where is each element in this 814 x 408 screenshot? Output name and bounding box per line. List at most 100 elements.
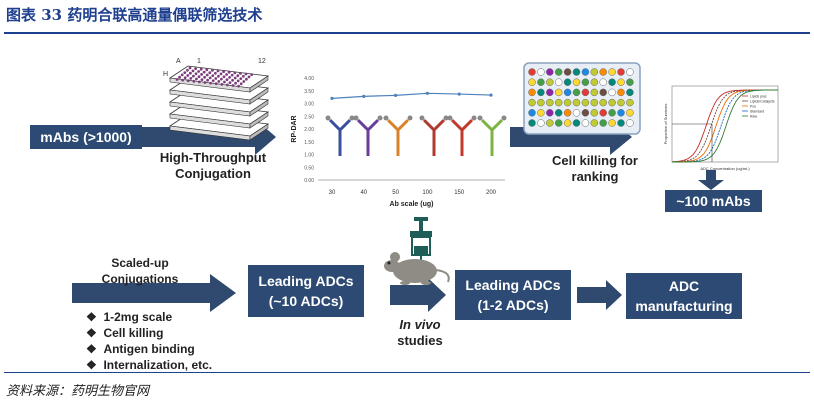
label-scaled-line2: Conjugations [101,272,179,286]
plate-well [186,79,190,83]
antibody-arm [338,118,352,132]
plate-well [225,78,229,82]
plate-well [233,76,237,80]
plate-well [220,77,223,81]
well [546,98,554,107]
plate-well [205,68,209,72]
antibody-arm [386,118,400,132]
well [528,88,536,97]
arrow-to-invivo [390,278,446,312]
title-rule [4,32,810,34]
well [590,68,599,76]
bullet-text: 1-2mg scale [103,310,173,324]
well [626,98,634,107]
well [528,98,536,107]
plate-well [239,77,243,80]
well [617,119,625,127]
well [563,88,572,97]
plate-well [214,82,218,86]
dar-y-tick: 1.50 [304,140,314,146]
well [572,78,581,86]
dar-point [330,96,334,100]
dar-y-tick: 0.00 [304,178,314,184]
plate-well [186,68,189,72]
well [599,88,607,97]
well [608,78,616,86]
plate-well [244,72,248,76]
bullet-item: ❖ 1-2mg scale [86,309,212,325]
well [626,88,634,97]
box-leading-2: Leading ADCs (1-2 ADCs) [455,270,571,320]
well [572,88,581,97]
well [563,78,572,86]
payload-dot [471,115,477,121]
surv-legend-label: Lipids/Catalysts [750,100,775,104]
plate-well [211,74,215,77]
plate-well [200,78,204,81]
dar-point [457,92,461,96]
plate-well [208,76,212,80]
dar-x-tick: 200 [486,190,497,196]
well [599,119,607,127]
antibody-row [325,115,507,156]
well [554,88,563,97]
plate-well [195,77,198,81]
dar-y-tick: 2.50 [304,114,314,120]
well [554,68,563,76]
plate-well [230,73,234,77]
mouse-syringe-icon [384,217,450,285]
well [590,109,599,117]
dar-y-tick: 3.00 [304,102,314,108]
well [572,98,581,107]
plate-well [239,82,243,86]
plate-well [225,73,229,76]
well [546,88,554,97]
plate-well [183,71,187,74]
plate-well [217,74,220,78]
plate-label-h: H [163,71,168,78]
arrow-to-manufacturing [577,280,622,310]
well [537,109,545,117]
payload-dot [325,115,331,121]
bullet-item: ❖ Antigen binding [86,341,212,357]
plate-well [189,71,192,75]
plate-well [231,84,235,87]
well [546,119,554,127]
plate-well [216,69,220,73]
box-leading-2-line1: Leading ADCs [465,277,561,293]
well [554,98,563,107]
antibody-arm [396,118,410,132]
plate-well [237,84,241,88]
footer-rule [4,372,810,373]
well [563,98,572,107]
well [590,119,599,127]
plate-well [194,67,198,70]
dar-x-tick: 30 [329,190,336,196]
plate-well [188,66,192,70]
plate-well [206,78,210,82]
box-manufacturing-line2: manufacturing [635,298,733,314]
plate-well [219,72,223,76]
plate-well [236,79,240,83]
well [581,109,590,117]
well [608,68,616,76]
dar-y-tick: 2.00 [304,127,314,133]
dar-x-tick: 50 [392,190,399,196]
label-kill: Cell killing for ranking [535,153,655,185]
plate-well [245,77,248,81]
plate-well [180,73,184,77]
well [617,109,625,117]
well [617,78,625,86]
dar-x-tick: 40 [360,190,367,196]
well [608,119,616,127]
surv-legend-label: Pos [750,105,756,109]
antibody-arm [480,118,494,132]
arrow-to-leading10 [72,274,236,312]
well [581,119,590,127]
plate-well [242,74,245,78]
antibody-arm [366,118,380,132]
well [608,98,616,107]
surv-x-label: ADC Concentration (ug/mL) [700,166,750,171]
plate-well [194,72,198,76]
